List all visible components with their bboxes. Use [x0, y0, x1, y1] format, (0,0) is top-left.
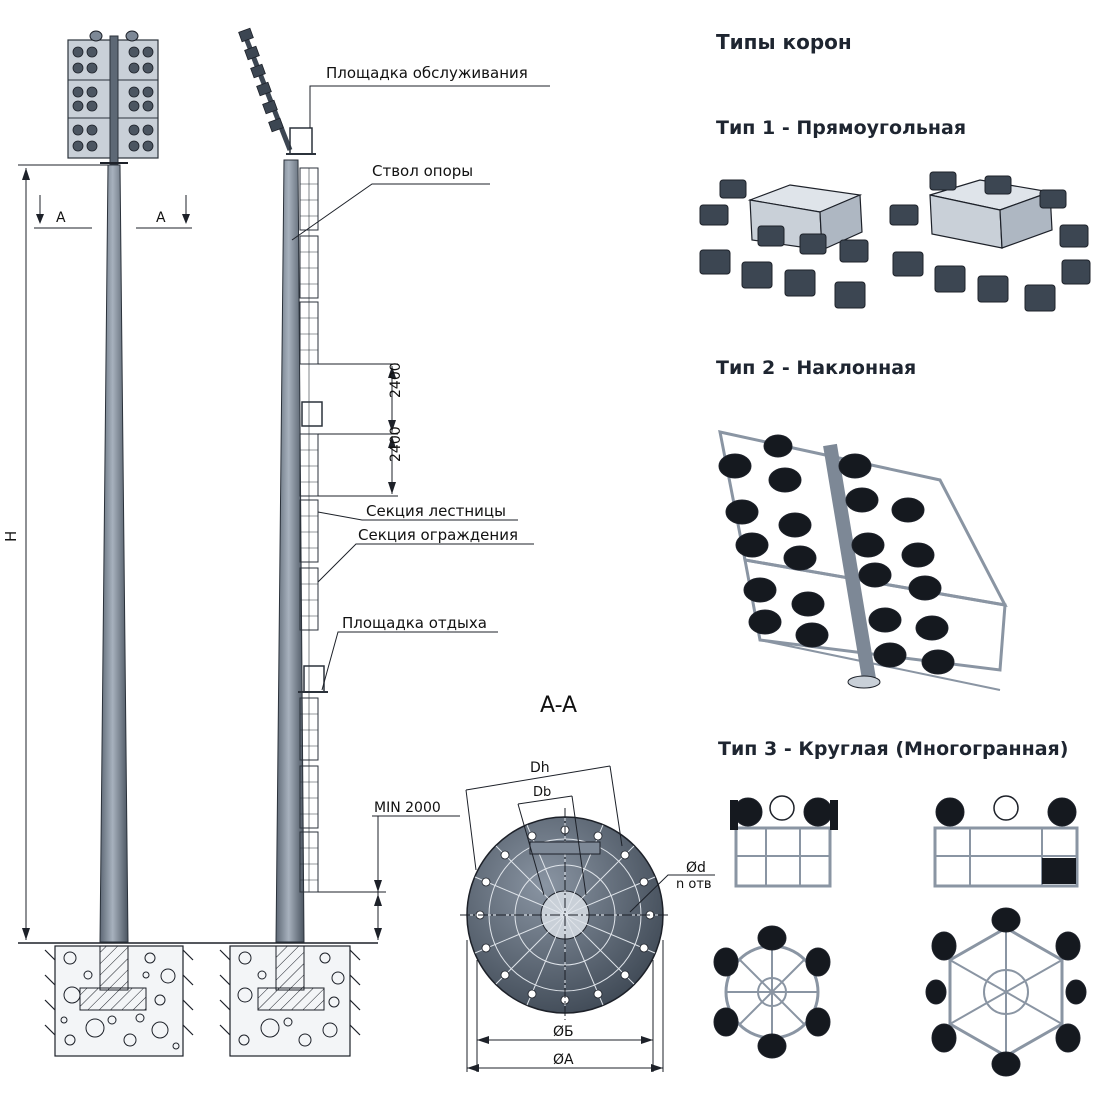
section-title: A-A [540, 693, 577, 718]
min-height-dimension: MIN 2000 [318, 800, 460, 940]
hole-count-label: n отв [676, 877, 712, 892]
section-mark-left: A [56, 210, 66, 226]
base-flange-section: A-A Dh Db Ød n отв [460, 693, 715, 1072]
dh-label: Dh [530, 760, 550, 776]
ladder-step-dimensions: 2400 2400 [318, 362, 404, 497]
ladder-step-label-2: 2400 [388, 426, 404, 462]
foundation-right [219, 945, 361, 1057]
hole-diameter-label: Ød [686, 860, 706, 876]
min-height-label: MIN 2000 [374, 800, 441, 816]
mast-front-view [67, 30, 159, 943]
callout-rest-platform: Площадка отдыха [342, 614, 487, 632]
foundation-left [44, 945, 194, 1057]
callout-trunk: Ствол опоры [372, 162, 473, 180]
section-markers: A A [34, 195, 192, 229]
mast-side-view [238, 27, 328, 943]
section-mark-right: A [156, 210, 166, 226]
height-label: H [2, 531, 20, 542]
crown-type-2-illustration [718, 430, 1008, 691]
crown-type-3-illustrations [713, 795, 1087, 1077]
diameter-b-label: ØБ [553, 1024, 574, 1040]
diameter-a-label: ØA [553, 1052, 574, 1068]
crown-type-2-title: Тип 2 - Наклонная [716, 357, 917, 379]
callout-service-platform: Площадка обслуживания [326, 64, 528, 82]
ladder-step-label-1: 2400 [388, 362, 404, 398]
crown-type-1-title: Тип 1 - Прямоугольная [716, 117, 967, 139]
callout-ladder-section: Секция лестницы [366, 502, 506, 520]
height-dimension: H [2, 164, 108, 940]
crown-types-title: Типы корон [716, 30, 852, 54]
crown-type-3-title: Тип 3 - Круглая (Многогранная) [718, 738, 1069, 760]
callout-guard-section: Секция ограждения [358, 526, 518, 544]
db-label: Db [533, 785, 551, 800]
crown-type-1-illustrations [699, 171, 1091, 312]
callouts: Площадка обслуживания Ствол опоры Секция… [291, 64, 550, 691]
